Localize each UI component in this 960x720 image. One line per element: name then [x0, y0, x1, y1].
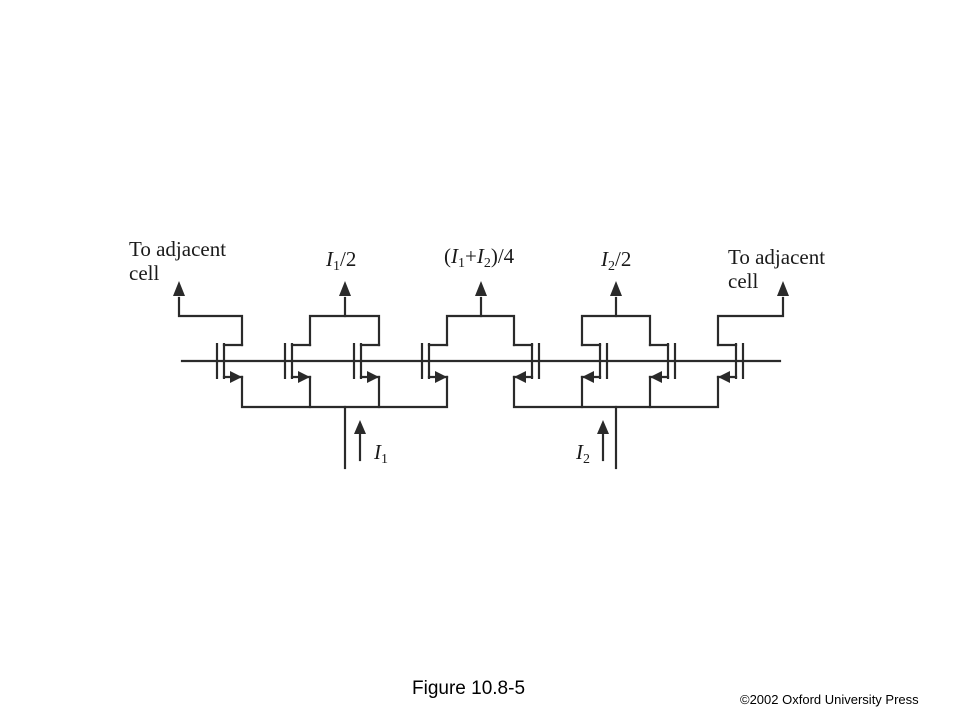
i2-half-drain-pair: [580, 314, 652, 347]
i2-in-sub: 2: [583, 452, 590, 467]
sum-var1: I: [451, 244, 458, 268]
i2-half-label: I2/2: [601, 247, 632, 274]
i2-half-arrow-icon: [610, 281, 622, 296]
i1-half-var: I: [326, 247, 333, 271]
copyright-notice: ©2002 Oxford University Press: [740, 692, 919, 707]
i1-half-rest: /2: [340, 247, 357, 271]
i1-half-sub: 1: [333, 259, 340, 274]
transistor-m3: [352, 343, 381, 383]
i1-input-label: I1: [374, 440, 388, 467]
left-adjacent-drain: [177, 296, 244, 347]
to-adjacent-right-line2: cell: [728, 269, 759, 293]
i1-in-var: I: [374, 440, 381, 464]
to-adjacent-right-label: To adjacent cell: [728, 245, 825, 293]
right-source-bus: [512, 375, 720, 409]
left-adjacent-arrow-icon: [173, 281, 185, 296]
to-adjacent-left-line1: To adjacent: [129, 237, 227, 261]
to-adjacent-left-label: To adjacent cell: [129, 237, 226, 285]
transistor-m5: [512, 343, 541, 383]
transistor-m4: [420, 343, 449, 383]
transistor-m1: [215, 343, 244, 383]
right-adjacent-drain: [716, 296, 785, 347]
sum-quarter-label: (I1+I2)/4: [444, 244, 515, 271]
to-adjacent-right-line1: To adjacent: [728, 245, 826, 269]
i1-half-arrow-icon: [339, 281, 351, 296]
transistor-m7: [648, 343, 677, 383]
transistor-m2: [283, 343, 312, 383]
sum-sub1: 1: [458, 256, 465, 271]
to-adjacent-left-line2: cell: [129, 261, 160, 285]
i1-half-label: I1/2: [326, 247, 357, 274]
transistor-m6: [580, 343, 609, 383]
i1-half-drain-pair: [308, 314, 381, 347]
center-arrow-icon: [475, 281, 487, 296]
i2-arrow-icon: [597, 420, 609, 434]
sum-var2: I: [476, 244, 484, 268]
i1-in-sub: 1: [381, 452, 388, 467]
left-source-bus: [240, 375, 449, 409]
i2-input-label: I2: [576, 440, 590, 467]
i1-arrow-icon: [354, 420, 366, 434]
sum-plus: +: [465, 244, 477, 268]
sum-open: (: [444, 244, 451, 268]
i2-half-sub: 2: [608, 259, 615, 274]
sum-close: )/4: [490, 244, 515, 268]
i2-in-var: I: [576, 440, 583, 464]
figure-caption: Figure 10.8-5: [412, 678, 526, 699]
i2-half-var: I: [601, 247, 608, 271]
center-drain-pair: [445, 314, 516, 347]
sum-sub2: 2: [483, 256, 491, 271]
right-adjacent-arrow-icon: [777, 281, 789, 296]
i2-half-rest: /2: [615, 247, 632, 271]
transistor-m8: [716, 343, 745, 383]
